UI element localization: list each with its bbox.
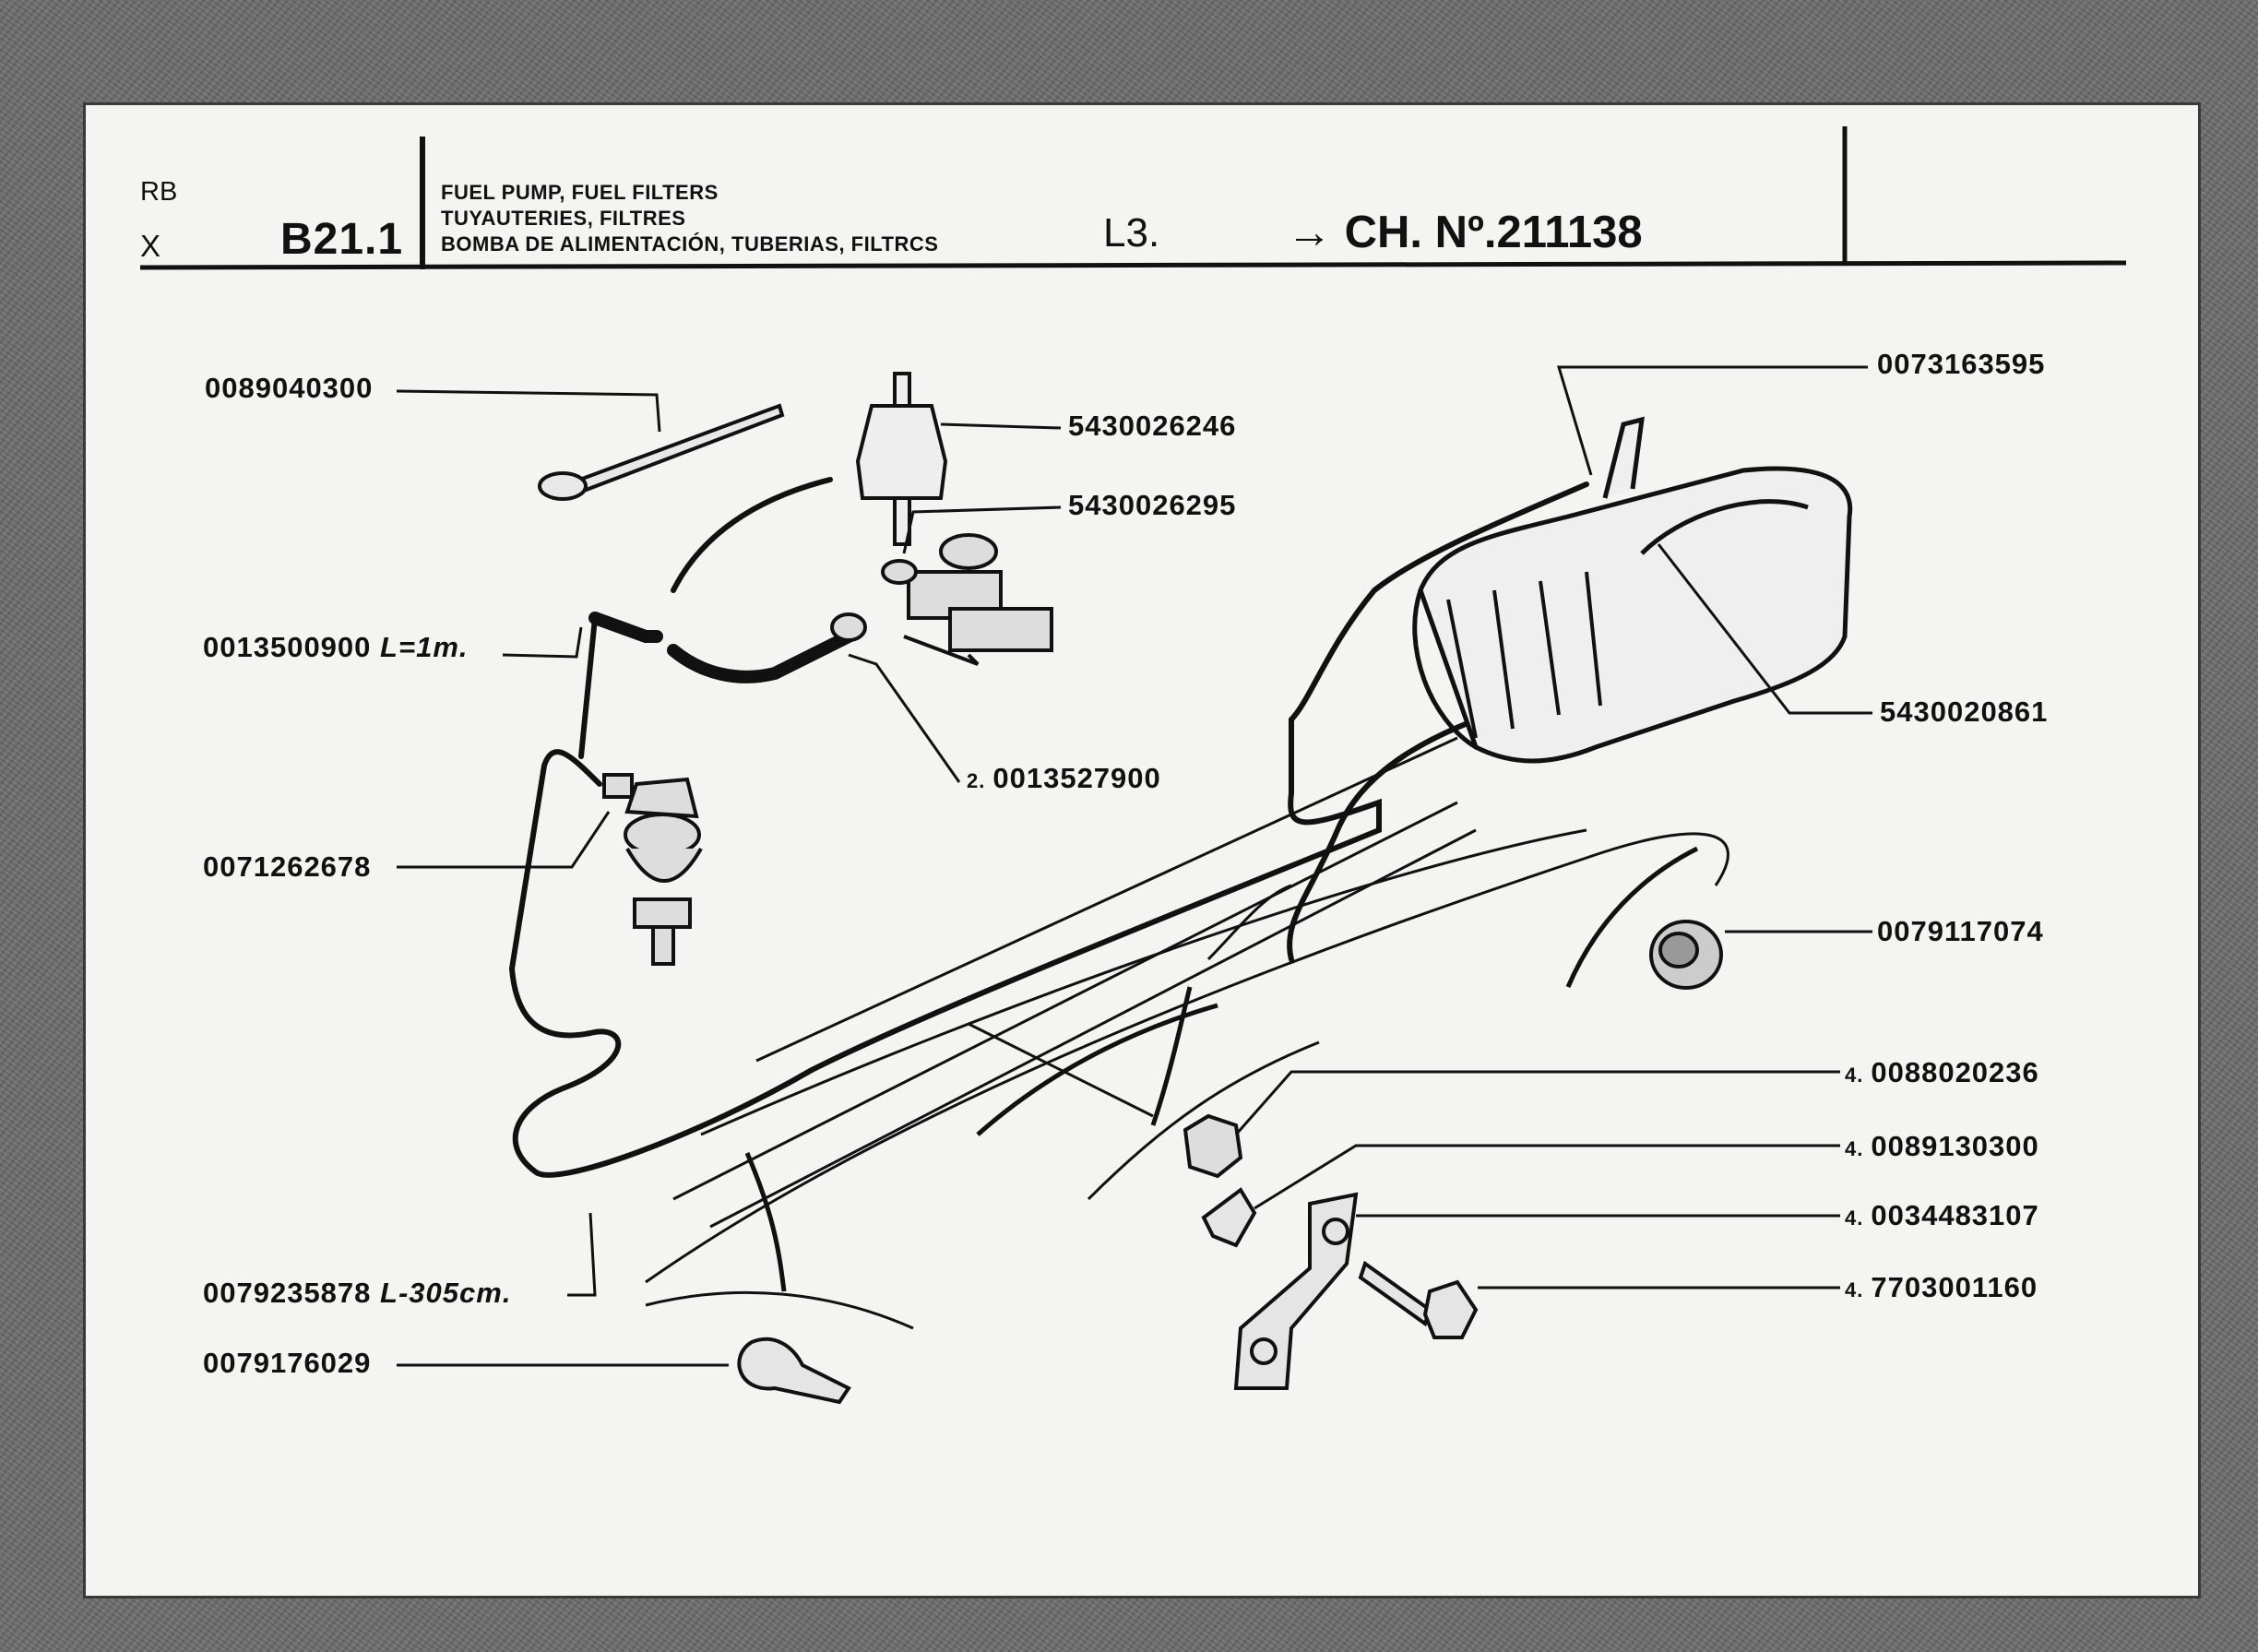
- part-label-fuel-tank: 5430020861: [1880, 695, 2049, 728]
- pipe-clip: [737, 1337, 851, 1405]
- part-label-pipe-clip: 0079176029: [203, 1347, 372, 1379]
- title-spanish: BOMBA DE ALIMENTACIÓN, TUBERIAS, FILTRCS: [441, 232, 939, 256]
- part-label-tank-hose: 0073163595: [1877, 348, 2046, 380]
- car-body-outline: [645, 736, 1729, 1330]
- fuel-pump-regulator: [602, 773, 703, 966]
- catalog-code-rb: RB: [140, 177, 178, 207]
- fuel-line-clip: [1201, 1187, 1257, 1248]
- part-label-regulator: 0071262678: [203, 850, 372, 883]
- fuel-pump-body: [830, 533, 1053, 666]
- part-label-tool: 0089040300: [205, 372, 374, 404]
- part-label-fuel-hose: 0013500900 L=1m.: [203, 631, 469, 663]
- hose-clip-tool: [538, 403, 785, 501]
- part-label-bracket: 4.0034483107: [1845, 1199, 2039, 1231]
- grommet: [1649, 920, 1723, 990]
- part-label-bolt: 4.7703001160: [1845, 1271, 2038, 1303]
- part-label-fuel-pipe: 0079235878 L-305cm.: [203, 1277, 512, 1309]
- part-label-nut: 4.0088020236: [1845, 1056, 2039, 1088]
- header-rules: [139, 126, 2127, 270]
- part-label-fuel-filter: 5430026246: [1068, 410, 1237, 442]
- mounting-bracket: [1233, 1192, 1359, 1390]
- variant-code: L3.: [1103, 210, 1160, 256]
- title-english: FUEL PUMP, FUEL FILTERS: [441, 181, 719, 204]
- section-number: B21.1: [280, 215, 404, 264]
- fuel-tank: [1412, 416, 1853, 764]
- catalog-code-x: X: [140, 229, 161, 263]
- chassis-number: → CH. Nº.211138: [1287, 208, 1643, 257]
- part-label-grommet: 0079117074: [1877, 915, 2044, 947]
- bolt: [1358, 1260, 1479, 1339]
- nut: [1182, 1113, 1243, 1179]
- catalog-sheet: [86, 105, 2198, 1596]
- fuel-filter: [855, 372, 948, 546]
- leader-lines: [396, 365, 1872, 1367]
- part-label-hose-clamp: 2.0013527900: [967, 762, 1161, 794]
- title-french: TUYAUTERIES, FILTRES: [441, 207, 686, 230]
- part-label-fuel-pump: 5430026295: [1068, 489, 1237, 521]
- part-label-clip: 4.0089130300: [1845, 1130, 2039, 1162]
- fuel-lines: [508, 477, 1589, 1178]
